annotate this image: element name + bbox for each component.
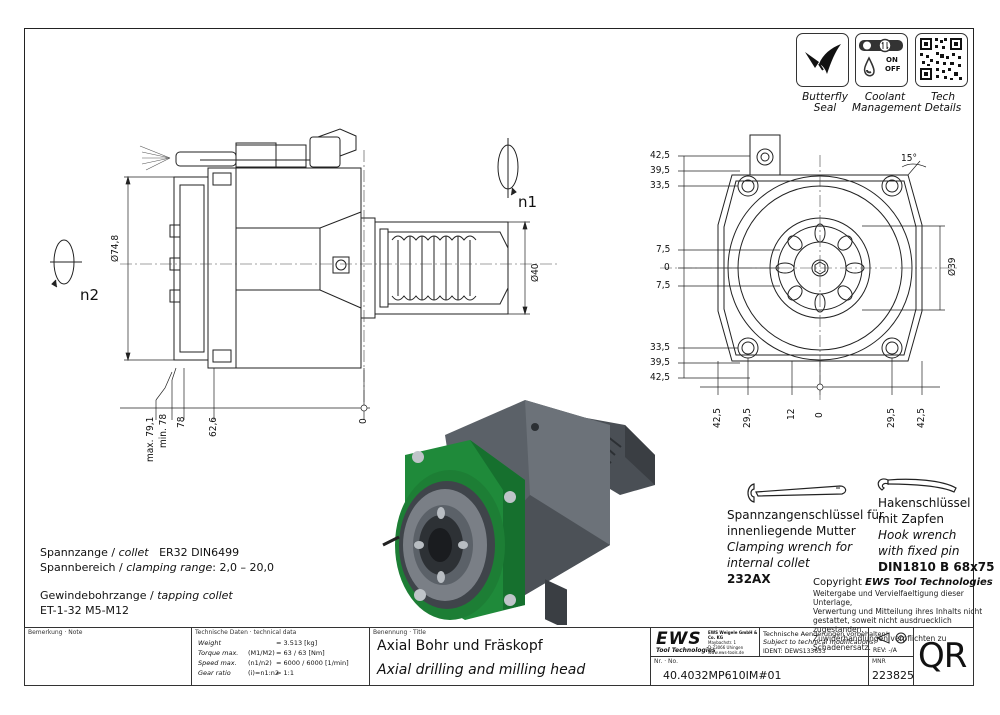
copyright-title: Copyright EWS Tool Technologies [813, 577, 993, 588]
butterfly-seal-icon [796, 33, 849, 87]
hook-wrench-text: Hakenschlüssel mit Zapfen Hook wrench wi… [878, 496, 995, 574]
dim-bottom-42-5-left: 42,5 [712, 407, 723, 428]
side-view-drawing [50, 128, 560, 420]
dim-0-side: 0 [358, 418, 369, 424]
ews-logo: EWS [656, 629, 702, 649]
part-number-cell: Nr. · No. 40.4032MP610IM#01 [650, 656, 869, 686]
hook-wrench-icon [877, 478, 957, 493]
change-notice-cell: Technische Aenderungen vorbehalten! Subj… [759, 627, 888, 657]
dim-bottom-29-5-right: 29,5 [886, 407, 897, 428]
technical-data-cell: Technische Daten · technical data Weight… [191, 627, 370, 686]
mnr-number: 223825 [872, 669, 914, 682]
dim-left-0: 0 [664, 262, 670, 273]
dim-left-7-5-top: 7,5 [656, 244, 671, 255]
copyright-text: Weitergabe und Vervielfaeltigung dieser … [813, 589, 983, 652]
label-n2: n2 [80, 286, 100, 304]
dim-min-78: min. 78 [158, 413, 169, 448]
dim-bottom-29-5-left: 29,5 [742, 407, 753, 428]
title-en: Axial drilling and milling head [377, 662, 586, 678]
title-cell: Benennung · Title Axial Bohr und Fräskop… [369, 627, 651, 686]
dim-dia-40: Ø40 [530, 263, 541, 282]
dim-bottom-0: 0 [814, 412, 825, 418]
ident-value: IDENT: DEWS133653 [763, 648, 826, 655]
label-n1: n1 [518, 193, 538, 211]
part-number: 40.4032MP610IM#01 [663, 669, 782, 682]
spanner-wrench-icon [747, 483, 847, 503]
dim-left-7-5-bottom: 7,5 [656, 280, 671, 291]
front-view-drawing [660, 134, 960, 400]
dim-left-33-5-top: 33,5 [650, 180, 671, 191]
dim-angle-15: 15° [901, 153, 917, 164]
mnr-cell: MNR 223825 [868, 656, 914, 686]
dim-max-79-1: max. 79,1 [145, 416, 156, 462]
title-de: Axial Bohr und Fräskopf [377, 638, 543, 654]
dim-left-39-5-top: 39,5 [650, 165, 671, 176]
collet-specs: Spannzange / collet ER32 DIN6499 Spannbe… [40, 546, 274, 574]
dim-left-39-5-bottom: 39,5 [650, 357, 671, 368]
spanner-wrench-text: Spannzangenschlüssel für innenliegende M… [727, 508, 884, 586]
qr-cell: QR [913, 627, 974, 686]
dim-left-42-5-top: 42,5 [650, 150, 671, 161]
dim-bottom-12: 12 [786, 408, 797, 420]
projection-symbol-icon [875, 632, 907, 644]
coolant-management-icon: ON OFF [855, 33, 908, 87]
coolant-off-label: OFF [885, 65, 901, 73]
tapping-collet-specs: Gewindebohrzange / tapping collet ET-1-3… [40, 589, 233, 617]
remark-cell: Bemerkung · Note [24, 627, 192, 686]
tool-3d-render [382, 400, 655, 625]
rev-cell: REV: -/A [868, 627, 914, 657]
dim-left-42-5-bottom: 42,5 [650, 372, 671, 383]
qr-code-icon [920, 38, 962, 80]
dim-dia-74-8: Ø74,8 [110, 234, 121, 262]
qr-label: QR [918, 636, 967, 676]
dim-62-6: 62,6 [208, 416, 219, 437]
dim-bottom-42-5-right: 42,5 [916, 407, 927, 428]
dim-dia-39: Ø39 [947, 257, 958, 276]
qr-tech-details-icon[interactable] [915, 33, 968, 87]
rev-value: REV: -/A [873, 647, 897, 654]
technical-data-rows: Weight= 3.513 [kg] Torque max.(M1/M2)= 6… [198, 639, 349, 677]
company-logo-cell: EWS Tool Technologies EWS Weigele GmbH &… [650, 627, 760, 657]
dim-78: 78 [176, 416, 187, 428]
ews-logo-sub: Tool Technologies [656, 647, 716, 654]
dim-left-33-5-bottom: 33,5 [650, 342, 671, 353]
coolant-on-label: ON [886, 56, 898, 64]
